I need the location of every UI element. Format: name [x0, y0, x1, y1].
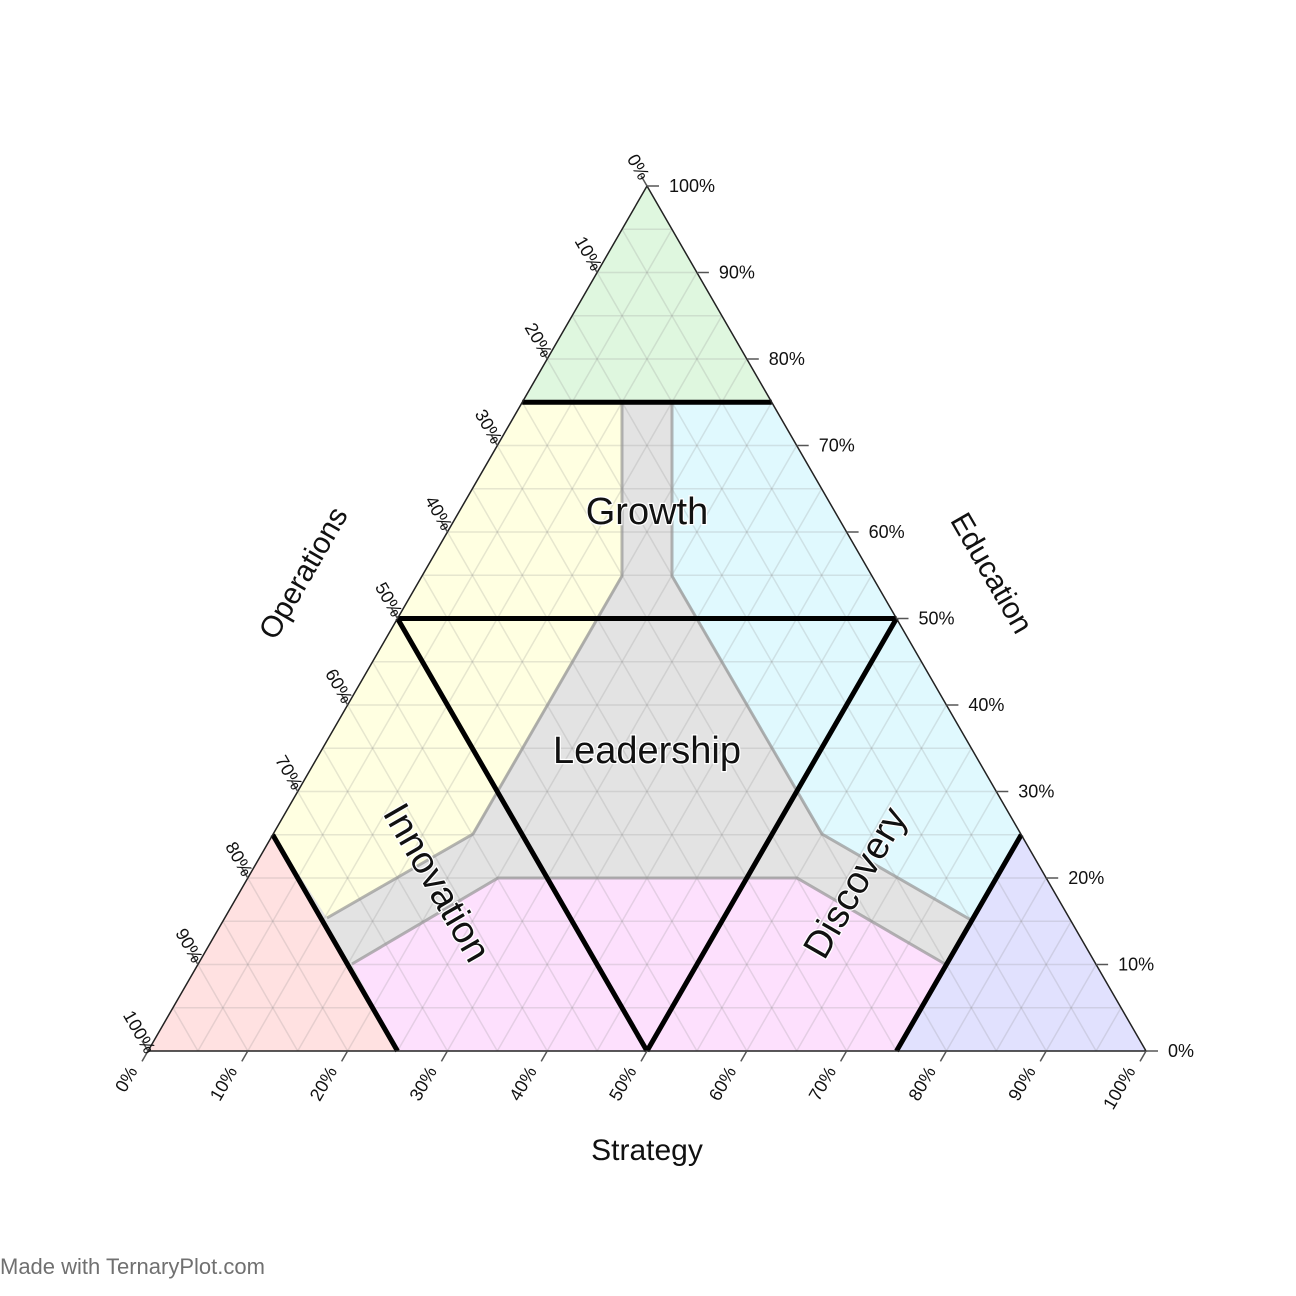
bottom-tick: [640, 1050, 648, 1062]
grid-line: [297, 315, 723, 1052]
grid-line: [471, 488, 798, 1052]
left-axis-title: Operations: [253, 501, 355, 645]
credit-text: Made with TernaryPlot.com: [0, 1254, 265, 1279]
bottom-axis-title: Strategy: [591, 1134, 703, 1167]
grid-line: [796, 747, 972, 1052]
grid-line: [396, 401, 773, 1052]
bottom-tick-label: 0%: [111, 1063, 141, 1096]
grid-line: [496, 445, 848, 1052]
right-tick-label: 90%: [719, 263, 755, 283]
region-label-growth: Growth: [586, 491, 708, 533]
grid-line: [197, 964, 249, 1052]
boundary-line: [644, 617, 899, 1053]
bottom-tick: [340, 1050, 349, 1062]
right-tick-label: 100%: [669, 176, 715, 196]
boundary-line: [894, 833, 1024, 1053]
region-growth: [523, 186, 771, 403]
bottom-tick: [540, 1050, 548, 1062]
right-tick-label: 50%: [919, 609, 955, 629]
grid-line: [621, 228, 1097, 1052]
grid-line: [1095, 1007, 1122, 1052]
bottom-tick: [440, 1050, 449, 1062]
left-tick-label: 100%: [119, 1007, 159, 1057]
grid-line: [596, 574, 873, 1052]
left-tick: [291, 780, 299, 792]
right-tick-label: 20%: [1068, 868, 1104, 888]
region-border: [351, 876, 946, 966]
left-tick: [340, 694, 349, 706]
bottom-tick-label: 50%: [605, 1063, 640, 1104]
grid-line: [247, 877, 349, 1052]
boundary-lines-layer: [270, 399, 1024, 1053]
grid-line: [172, 1007, 199, 1052]
grid-line: [995, 920, 1072, 1052]
bottom-tick-label: 20%: [306, 1063, 341, 1104]
left-tick: [440, 521, 449, 533]
bottom-tick-label: 60%: [705, 1063, 740, 1104]
left-tick: [191, 953, 199, 965]
bottom-tick: [241, 1050, 249, 1062]
right-tick-label: 30%: [1018, 782, 1054, 802]
right-tick-label: 60%: [869, 522, 905, 542]
left-tick: [241, 867, 249, 879]
grid-line: [371, 661, 598, 1052]
grid-line: [1045, 964, 1097, 1052]
boundary-line: [270, 833, 400, 1053]
bottom-tick: [1039, 1050, 1047, 1062]
grid-line: [945, 877, 1047, 1052]
right-tick-label: 0%: [1168, 1041, 1194, 1061]
right-tick-label: 40%: [968, 695, 1004, 715]
grid-line: [521, 401, 898, 1052]
grid-line: [322, 747, 498, 1052]
left-tick-label: 0%: [623, 151, 653, 184]
bottom-tick-label: 40%: [505, 1063, 540, 1104]
right-tick-label: 80%: [769, 349, 805, 369]
grid-line: [446, 445, 798, 1052]
left-tick: [390, 607, 399, 619]
grid-line: [346, 704, 548, 1052]
region-blue: [898, 834, 1146, 1051]
right-axis-title: Education: [944, 507, 1039, 639]
bottom-tick-label: 80%: [905, 1063, 940, 1104]
right-tick-label: 10%: [1118, 955, 1154, 975]
right-tick-label: 70%: [819, 436, 855, 456]
bottom-tick: [839, 1050, 848, 1062]
grid-line: [197, 228, 673, 1052]
bottom-tick: [141, 1050, 149, 1062]
left-tick: [640, 175, 648, 187]
region-border: [326, 403, 624, 920]
left-tick: [490, 434, 498, 446]
region-yellow: [273, 403, 622, 918]
region-red: [148, 834, 398, 1051]
region-label-leadership: Leadership: [553, 730, 741, 772]
bottom-tick-label: 30%: [406, 1063, 441, 1104]
region-border: [670, 403, 972, 922]
grid-line: [845, 791, 997, 1052]
bottom-tick-label: 70%: [805, 1063, 840, 1104]
region-cyan2: [672, 403, 1021, 920]
left-tick: [540, 348, 548, 360]
bottom-tick-label: 10%: [206, 1063, 241, 1104]
grid-line: [297, 791, 449, 1052]
grid-line: [696, 661, 923, 1052]
grid-line: [571, 315, 997, 1052]
center-border-layer: [326, 403, 972, 966]
bottom-tick-label: 100%: [1099, 1063, 1139, 1113]
grid-line: [421, 574, 698, 1052]
bottom-tick-label: 90%: [1004, 1063, 1039, 1104]
grid-line: [222, 920, 299, 1052]
bottom-tick: [740, 1050, 748, 1062]
grid-line: [746, 704, 948, 1052]
bottom-tick: [939, 1050, 948, 1062]
left-tick: [141, 1040, 149, 1052]
grid-line: [496, 488, 823, 1052]
region-pink: [352, 878, 945, 1051]
bottom-tick: [1139, 1050, 1147, 1062]
left-tick: [590, 261, 598, 273]
boundary-line: [395, 617, 650, 1053]
